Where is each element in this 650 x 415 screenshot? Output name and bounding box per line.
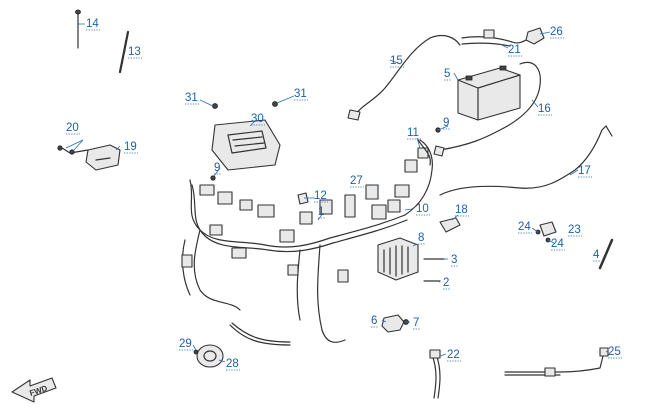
callout-7: 7: [413, 317, 419, 329]
callout-27: 27: [350, 175, 363, 187]
callout-23: 23: [568, 224, 581, 236]
callout-6: 6: [371, 315, 377, 327]
callout-26: 26: [550, 26, 563, 38]
part-19-module: [57, 144, 121, 171]
part-8-regulator: [377, 237, 445, 282]
fwd-arrow-icon: FWD: [11, 377, 57, 403]
part-17-cable: [439, 125, 613, 196]
callout-3: 3: [451, 254, 457, 266]
part-5-battery: [457, 65, 521, 121]
callout-9-upper: 9: [443, 117, 449, 129]
callout-5: 5: [444, 68, 450, 80]
callout-25: 25: [608, 346, 621, 358]
callout-10: 10: [416, 203, 429, 215]
part-23-relay: [535, 221, 557, 243]
callout-24-right: 24: [551, 238, 564, 250]
callout-4: 4: [593, 249, 600, 261]
callout-21: 21: [508, 44, 521, 56]
part-30-ecu: [211, 101, 281, 171]
callout-13: 13: [128, 46, 141, 58]
callout-17: 17: [578, 165, 591, 177]
callout-15: 15: [390, 55, 403, 67]
part-16-cable: [433, 61, 541, 157]
part-15-cable: [347, 34, 461, 121]
part-28-horn: [193, 344, 224, 368]
callout-11: 11: [407, 127, 419, 139]
part-22-cable: [429, 349, 441, 399]
part-13-rod: [118, 30, 130, 74]
callout-18: 18: [455, 204, 468, 216]
callout-24-left: 24: [518, 221, 531, 233]
callout-labels: 1 2 3 4 5 6 7 8 9 9 10 11 12 13 14 15 16…: [66, 18, 621, 370]
callout-12: 12: [314, 190, 327, 202]
part-14-pin: [75, 9, 81, 49]
callout-31-left: 31: [185, 92, 198, 104]
part-26-terminal: [525, 27, 545, 45]
leader-lines: [65, 23, 609, 363]
part-9-bolt: [210, 127, 441, 181]
part-6-connector: [381, 314, 409, 333]
callout-2: 2: [443, 277, 449, 289]
callout-29: 29: [179, 338, 192, 350]
callout-1: 1: [318, 206, 324, 218]
callout-8: 8: [418, 232, 424, 244]
callout-14: 14: [86, 18, 99, 30]
callout-31-right: 31: [294, 88, 307, 100]
callout-22: 22: [447, 349, 460, 361]
part-27-relay: [365, 184, 401, 220]
callout-9-lower: 9: [214, 162, 220, 174]
callout-19: 19: [124, 141, 137, 153]
callout-30: 30: [251, 113, 264, 125]
part-11-connector: [417, 139, 431, 166]
part-18-bracket: [439, 217, 461, 233]
part-12-sensor: [297, 192, 309, 205]
callout-underlines: [66, 29, 622, 371]
part-25-ground-cable: [504, 347, 609, 377]
callout-16: 16: [538, 103, 551, 115]
callout-28: 28: [226, 358, 239, 370]
part-1-main-harness: [181, 139, 433, 346]
callout-20: 20: [66, 122, 79, 134]
